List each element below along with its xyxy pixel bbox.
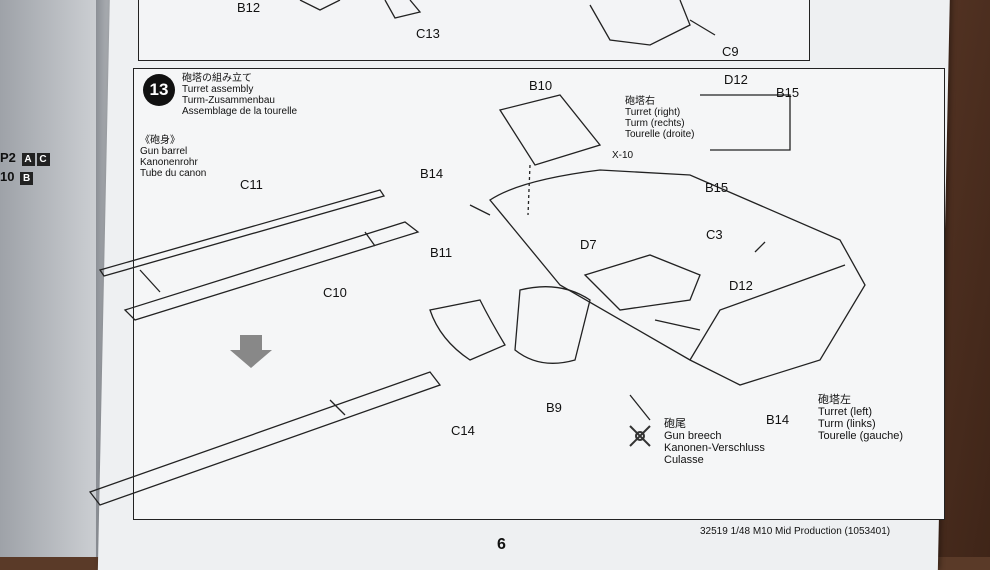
gun-breech-caption: 砲尾 Gun breech Kanonen-Verschluss Culasse	[664, 418, 765, 466]
part-label-c11: C11	[240, 177, 263, 192]
step-title: 砲塔の組み立て Turret assembly Turm-Zusammenbau…	[182, 73, 297, 117]
gun-breech-fr: Culasse	[664, 454, 704, 466]
turret-left-fr: Tourelle (gauche)	[818, 430, 903, 442]
turret-right-en: Turret (right)	[625, 107, 681, 118]
step-title-en: Turret assembly	[182, 84, 254, 95]
gun-breech-de: Kanonen-Verschluss	[664, 442, 765, 454]
part-label-b11: B11	[430, 245, 453, 260]
turret-left-caption: 砲塔左 Turret (left) Turm (links) Tourelle …	[818, 394, 903, 442]
turret-left-de: Turm (links)	[818, 418, 876, 430]
turret-right-fr: Tourelle (droite)	[625, 129, 695, 140]
part-label-c13: C13	[416, 26, 440, 41]
left-code-1: P2	[0, 150, 16, 165]
part-label-b9: B9	[546, 400, 562, 415]
part-label-c3: C3	[706, 227, 723, 242]
gun-barrel-fr: Tube du canon	[140, 168, 207, 179]
part-label-b14: B14	[766, 412, 790, 427]
step-13-panel	[133, 68, 945, 520]
part-box-c: C	[36, 153, 50, 166]
part-box-a: A	[21, 153, 35, 166]
turret-right-jp: 砲塔右	[625, 96, 655, 107]
part-label-c10: C10	[323, 285, 347, 300]
turret-left-en: Turret (left)	[818, 406, 872, 418]
part-label-d7: D7	[580, 237, 597, 252]
part-label-c9: C9	[722, 44, 739, 59]
step-number-badge: 13	[143, 74, 175, 106]
assembly-diagram	[88, 0, 866, 506]
part-label-x10: X-10	[612, 150, 634, 161]
page-number: 6	[497, 536, 506, 553]
step-title-jp: 砲塔の組み立て	[182, 73, 252, 84]
gun-barrel-de: Kanonenrohr	[140, 157, 198, 168]
previous-step-panel	[138, 0, 810, 61]
gun-breech-jp: 砲尾	[664, 418, 686, 430]
gun-barrel-jp: 《砲身》	[140, 135, 180, 146]
gun-breech-icon	[629, 425, 651, 447]
step-title-fr: Assemblage de la tourelle	[182, 106, 298, 117]
part-label-b12: B12	[237, 0, 261, 15]
step-title-de: Turm-Zusammenbau	[182, 95, 275, 106]
product-footer: 32519 1/48 M10 Mid Production (1053401)	[700, 526, 891, 537]
part-box-b: B	[20, 172, 34, 185]
turret-left-jp: 砲塔左	[818, 394, 851, 406]
gun-barrel-caption: 《砲身》 Gun barrel Kanonenrohr Tube du cano…	[140, 135, 206, 179]
part-label-c14: C14	[451, 423, 475, 438]
turret-right-de: Turm (rechts)	[625, 118, 685, 129]
part-label-d12: D12	[729, 278, 753, 293]
part-label-d12-top: D12	[724, 72, 748, 87]
part-label-b15: B15	[705, 180, 729, 195]
part-label-b14-top: B14	[420, 166, 444, 181]
left-code-2: 10	[0, 169, 15, 184]
part-label-b15-top: B15	[776, 85, 800, 100]
gun-barrel-en: Gun barrel	[140, 146, 188, 157]
part-label-b10: B10	[529, 78, 553, 93]
turret-right-caption: 砲塔右 Turret (right) Turm (rechts) Tourell…	[625, 96, 694, 140]
gun-breech-en: Gun breech	[664, 430, 722, 442]
